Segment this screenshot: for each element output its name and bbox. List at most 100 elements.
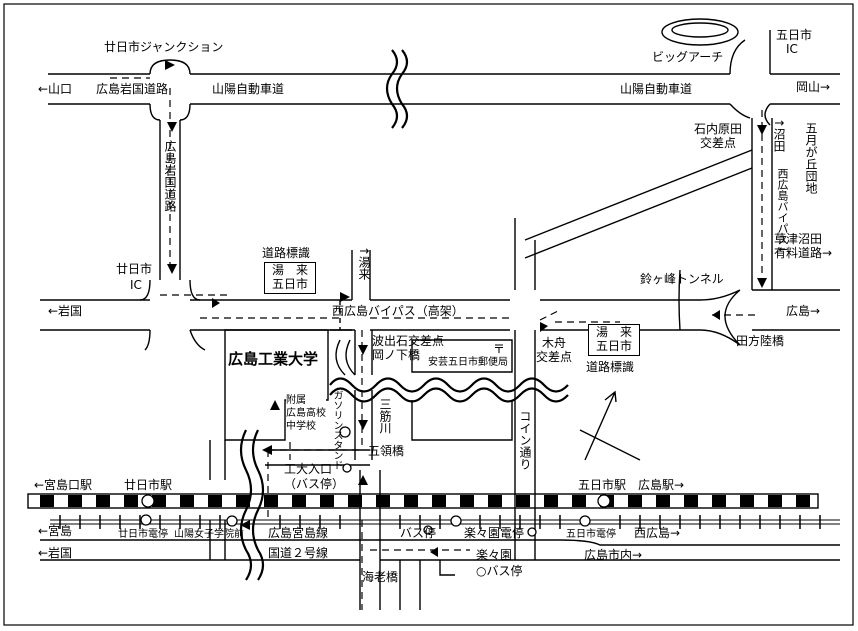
label-okanoshita: 岡ノ下橋 <box>372 348 421 362</box>
label-miyajimaguchi: ←宮島口駅 <box>34 478 93 492</box>
label-hatsukaichi-tram: 廿日市電停 <box>118 529 168 540</box>
direction-arrows <box>165 60 767 557</box>
expressway-break <box>385 49 399 129</box>
label-coin-dori: コイン通り <box>518 410 532 470</box>
label-iwakuni-s: ←岩国 <box>38 546 73 560</box>
label-hiroshima-iwakuni-road: 広島岩国道路 <box>96 82 169 96</box>
label-hatsukaichi-ic: 廿日市 <box>116 262 153 276</box>
label-bus-stop-2: バス停 <box>400 526 437 540</box>
road-sign-box: 湯 来 五日市 <box>264 262 316 294</box>
rakurakuen-dot <box>450 515 462 527</box>
route-2 <box>40 539 840 561</box>
label-okayama: 岡山→ <box>796 80 831 94</box>
label-road-sign-2: 道路標識 <box>586 360 635 374</box>
label-sanyo-girls: 山陽女子学院前 <box>174 529 244 540</box>
label-suzugamine: 鈴ヶ峰トンネル <box>640 272 724 286</box>
kodai-bus-dot <box>342 463 352 473</box>
label-tagata: 田方陸橋 <box>736 334 785 348</box>
label-sansuji: 三筋川 <box>378 398 392 434</box>
label-hamide: 波出石交差点 <box>372 334 445 348</box>
itsukaichi-ic <box>729 30 771 126</box>
label-bypass-elevated: 西広島バイパス（高架） <box>332 304 464 318</box>
label-sanyo-expwy-w: 山陽自動車道 <box>212 82 285 96</box>
label-ebi: 海老橋 <box>362 570 399 584</box>
label-numata: ↑沼田 <box>772 118 786 153</box>
nishi-bypass-vertical <box>751 118 773 290</box>
label-miyajima-line: 広島宮島線 <box>268 526 329 540</box>
label-kodai: 工大入口 <box>284 462 333 476</box>
label-hatsukaichi-ic-2: IC <box>130 278 142 292</box>
label-itsukaichi-ic: 五日市 <box>776 28 813 42</box>
fuzoku-school: 附属 広島高校 中学校 <box>286 394 326 438</box>
label-goryo: 五領橋 <box>368 444 405 458</box>
hatsukaichi-jct <box>149 59 191 121</box>
label-hiroshima-iwakuni-v: 広島岩国道路 <box>163 140 177 212</box>
big-arch-shape <box>661 18 739 46</box>
label-itsukaichi-station: 五日市駅 <box>578 478 627 492</box>
label-rakurakuen: 楽々園 <box>476 548 513 562</box>
label-iwakuni-w: ←岩国 <box>48 304 83 318</box>
fuzoku-3: 中学校 <box>286 421 316 432</box>
hatsukaichi-station-dot <box>141 494 155 508</box>
gas-station-dot <box>339 426 351 438</box>
label-kifune-1: 木舟 <box>542 336 567 350</box>
label-kifune-2: 交差点 <box>536 350 573 364</box>
post-office <box>411 339 513 373</box>
fuzoku-2: 広島高校 <box>286 408 326 419</box>
label-bus-stop: （バス停） <box>284 477 345 491</box>
label-kusatsu-2: 有料道路→ <box>774 246 833 260</box>
road-sign-itsukaichi: 五日市 <box>271 277 308 291</box>
north-arrow <box>579 390 641 461</box>
road-sign-yuki-2: 湯 来 <box>595 325 632 339</box>
label-big-arch: ビッグアーチ <box>652 50 724 64</box>
bus-stop-dot <box>423 525 433 535</box>
label-hit: 広島工業大学 <box>228 350 319 368</box>
hatsukaichi-tram-dot <box>140 514 152 526</box>
label-post-office: 安芸五日市郵便局 <box>428 357 508 368</box>
label-sanyo-expwy-e: 山陽自動車道 <box>620 82 693 96</box>
yuki-road <box>351 250 371 300</box>
road-sign-itsukaichi-2: 五日市 <box>595 339 632 353</box>
river-wave <box>329 377 569 393</box>
itsukaichi-station-dot <box>597 494 611 508</box>
diagonal-road <box>524 149 753 259</box>
label-kusatsu-1: 草津沼田 <box>774 232 823 246</box>
itsukaichi-tram-dot <box>579 515 591 527</box>
label-nishi-bypass: 西広島バイパス↓ <box>776 168 789 255</box>
west-road-break <box>239 429 253 581</box>
label-hiroshima-e: 広島→ <box>786 304 821 318</box>
tagata-loop <box>699 289 840 346</box>
hiroshima-iwakuni-road <box>159 120 181 280</box>
label-yamaguchi: ←山口 <box>38 82 73 96</box>
map-frame <box>3 3 854 626</box>
label-yuki-arrow: ↑湯来 <box>357 246 371 281</box>
label-hiroshima-station: 広島駅→ <box>638 478 685 492</box>
label-ishiuchi-2: 交差点 <box>700 136 737 150</box>
dash-sanyo <box>110 77 230 296</box>
label-road-sign: 道路標識 <box>262 246 311 260</box>
jr-line <box>27 493 819 509</box>
hiroden-tram <box>50 519 840 525</box>
label-miyajima: ←宮島 <box>38 524 73 538</box>
road-sign-box-2: 湯 来 五日市 <box>588 324 640 356</box>
sansuji-river <box>335 339 356 376</box>
fuzoku-1: 附属 <box>286 395 306 406</box>
label-hatsukaichi-jct: 廿日市ジャンクション <box>104 40 224 54</box>
road-sign-yuki: 湯 来 <box>271 263 308 277</box>
label-hiroshima-city: 広島市内→ <box>584 548 643 562</box>
sanyo-girls-dot <box>226 515 238 527</box>
label-bus-stop-3: ○バス停 <box>476 564 523 578</box>
label-nishihiroshima: 西広島→ <box>634 526 681 540</box>
sanyo-expressway <box>48 73 840 105</box>
label-rakurakuen-tram: 楽々園電停 <box>464 526 525 540</box>
label-hatsukaichi-station: 廿日市駅 <box>124 478 173 492</box>
label-ishiuchi: 石内原田 <box>694 122 743 136</box>
jr-rail-pattern <box>40 495 810 507</box>
post-symbol: 〒 <box>493 342 506 356</box>
label-itsukaichi-ic-2: IC <box>786 42 798 56</box>
label-route-2: 国道２号線 <box>268 546 329 560</box>
label-satsukigaoka: 五月が丘団地 <box>804 122 818 194</box>
label-gas-station: ガソリンスタンド <box>331 390 342 470</box>
